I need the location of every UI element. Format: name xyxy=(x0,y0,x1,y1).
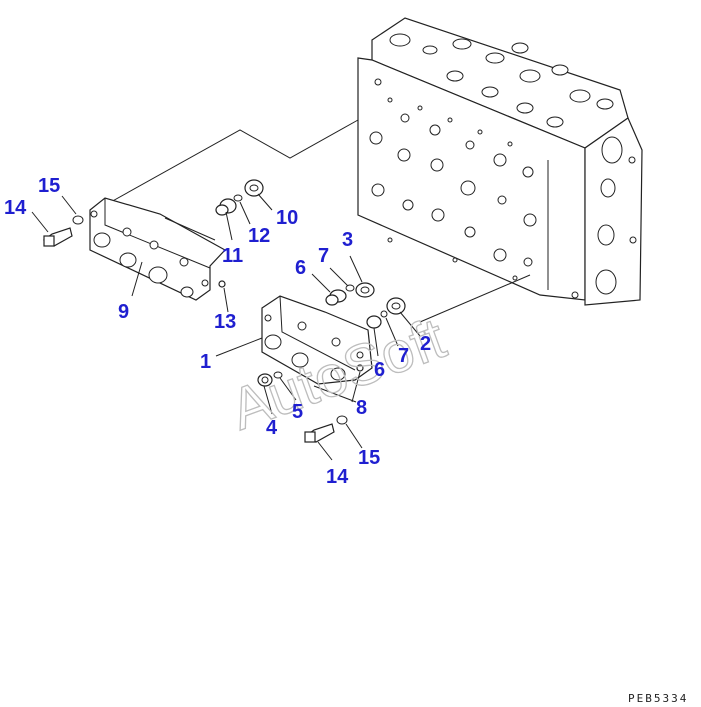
control-valve-block xyxy=(357,17,643,306)
callout-10: 10 xyxy=(276,207,298,229)
callout-3: 3 xyxy=(342,229,353,251)
plug-11 xyxy=(215,198,237,216)
callout-12: 12 xyxy=(248,225,270,247)
plug-10 xyxy=(244,179,264,197)
o-ring-12 xyxy=(233,194,243,202)
callout-4: 4 xyxy=(266,417,278,439)
bolt-14-lower xyxy=(304,423,335,443)
callout-leaders xyxy=(31,193,421,461)
plug-3 xyxy=(355,282,375,298)
callout-6-upper: 6 xyxy=(295,257,306,279)
plug-6-upper xyxy=(325,289,347,306)
callout-labels: 14 15 9 11 12 10 13 6 7 3 2 7 6 1 5 4 8 … xyxy=(4,175,431,488)
o-ring-7-upper xyxy=(345,284,355,292)
callout-14-lower: 14 xyxy=(326,466,349,488)
callout-7-upper: 7 xyxy=(318,245,329,267)
bolt-14-upper xyxy=(42,227,73,247)
plug-2 xyxy=(386,297,406,315)
o-ring-5 xyxy=(273,371,283,379)
washer-15-upper xyxy=(72,215,84,225)
o-ring-7-lower xyxy=(380,310,388,318)
callout-14-upper: 14 xyxy=(4,197,27,219)
leader-line-upper xyxy=(99,119,359,209)
callout-5: 5 xyxy=(292,401,303,423)
drawing-code: PEB5334 xyxy=(628,692,688,705)
leader-line-lower xyxy=(419,274,531,323)
callout-11: 11 xyxy=(222,245,243,267)
callout-6-lower: 6 xyxy=(374,359,385,381)
callout-8: 8 xyxy=(356,397,367,419)
callout-9: 9 xyxy=(118,301,129,323)
callout-2: 2 xyxy=(420,333,431,355)
callout-15-lower: 15 xyxy=(358,447,380,469)
pin-8 xyxy=(356,364,364,372)
valve-body-9 xyxy=(89,197,226,301)
callout-13: 13 xyxy=(214,311,236,333)
valve-body-1 xyxy=(261,295,373,385)
callout-7-lower: 7 xyxy=(398,345,409,367)
callout-1: 1 xyxy=(200,351,211,373)
pin-13 xyxy=(218,280,226,288)
washer-15-lower xyxy=(336,415,348,425)
callout-15-upper: 15 xyxy=(38,175,60,197)
plug-4 xyxy=(257,373,273,387)
